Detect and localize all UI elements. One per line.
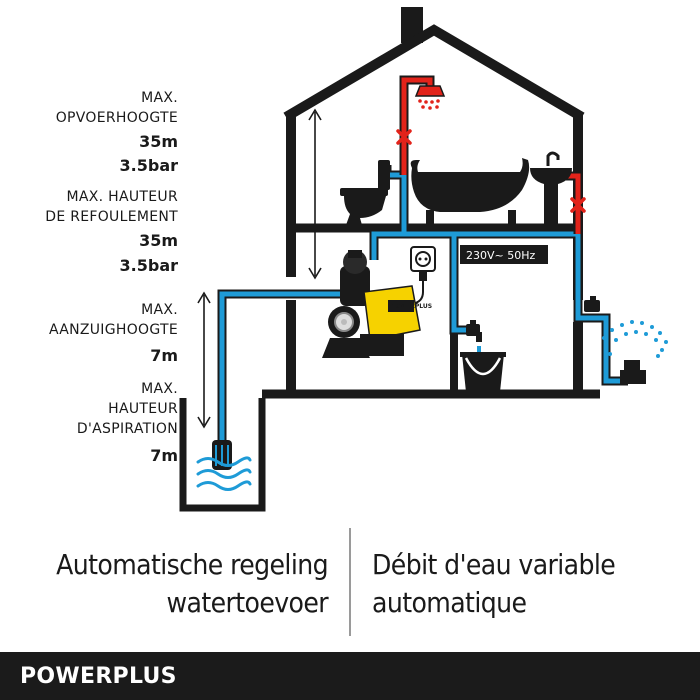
caption-french-line1: Débit d'eau variable xyxy=(372,548,616,581)
house-pump-diagram: 230V~ 50Hz POWERPLUS xyxy=(179,7,668,512)
toilet-icon xyxy=(340,160,390,225)
double-arrow-icon xyxy=(308,108,322,280)
garden-sprinkler-icon xyxy=(602,320,668,384)
red-x-icon xyxy=(570,197,586,213)
caption-french-line2: automatique xyxy=(372,586,527,619)
discharge-label-nl-line1: MAX. xyxy=(141,90,178,106)
pump-plate-text: POWERPLUS xyxy=(390,303,432,310)
suction-label-nl-line1: MAX. xyxy=(141,302,178,318)
caption-dutch-line1: Automatische regeling xyxy=(56,548,328,581)
caption-divider xyxy=(349,528,351,636)
discharge-label-nl-line2: OPVOERHOOGTE xyxy=(55,110,178,126)
water-pump-icon: POWERPLUS xyxy=(322,250,432,358)
bathtub-icon xyxy=(410,158,530,224)
suction-label-fr-line3: D'ASPIRATION xyxy=(76,421,178,437)
double-arrow-icon xyxy=(197,291,211,429)
caption-dutch: Automatische regeling watertoevoer xyxy=(56,546,328,622)
suction-height-nl: 7m xyxy=(150,346,178,365)
red-x-icon xyxy=(396,129,412,145)
power-label-box xyxy=(460,245,548,264)
discharge-height-fr: 35m xyxy=(139,231,178,250)
suction-label-fr-line2: HAUTEUR xyxy=(108,401,178,417)
water-drop-icon xyxy=(477,346,481,352)
outdoor-valve-icon xyxy=(584,296,600,312)
water-wave-icon xyxy=(196,456,252,491)
house-outline xyxy=(283,24,585,122)
well xyxy=(179,398,266,512)
caption-dutch-line2: watertoevoer xyxy=(166,586,328,619)
caption-french: Débit d'eau variable automatique xyxy=(372,546,616,622)
footer-bar: POWERPLUS xyxy=(0,652,700,700)
discharge-pressure-nl: 3.5bar xyxy=(119,156,178,175)
bucket-icon xyxy=(460,352,506,392)
discharge-pressure-fr: 3.5bar xyxy=(119,256,178,275)
discharge-height-nl: 35m xyxy=(139,132,178,151)
shower-icon xyxy=(414,85,446,110)
tap-icon xyxy=(466,320,482,342)
suction-label-fr-line1: MAX. xyxy=(141,381,178,397)
power-label: 230V~ 50Hz xyxy=(466,249,536,262)
discharge-label-fr-line2: DE REFOULEMENT xyxy=(45,209,178,225)
suction-label-nl-line2: AANZUIGHOOGTE xyxy=(48,322,178,338)
discharge-label-fr-line1: MAX. HAUTEUR xyxy=(66,189,178,205)
suction-height-fr: 7m xyxy=(150,446,178,465)
red-pipes-inner xyxy=(401,77,581,234)
sink-icon xyxy=(530,151,572,224)
wall-socket-icon xyxy=(395,246,436,307)
brand-logo: POWERPLUS xyxy=(20,664,177,689)
